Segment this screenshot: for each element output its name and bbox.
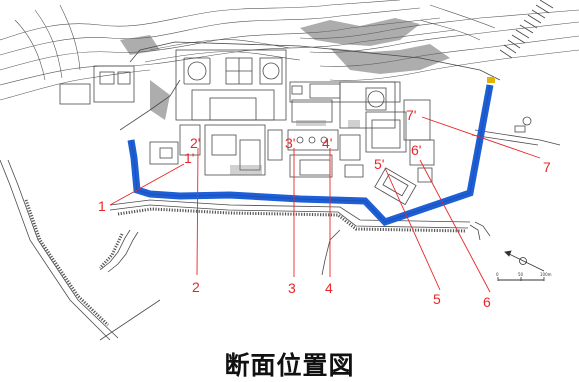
section-line-1: [109, 163, 185, 206]
scale-tick-100: 100m: [540, 272, 552, 277]
section-labels: 1 1' 2 2' 3 3' 4 4' 5 5' 6 6' 7 7': [98, 107, 551, 310]
north-arrow-icon: [504, 250, 545, 272]
plant-buildings: [59, 49, 532, 206]
building-shading: [230, 120, 360, 175]
section-5-label: 5: [433, 291, 441, 307]
section-4-prime-label: 4': [322, 135, 332, 151]
section-7-label: 7: [543, 159, 551, 175]
terrain-contours: [0, 0, 579, 101]
section-2-label: 2: [192, 279, 200, 295]
section-3-prime-label: 3': [285, 135, 295, 151]
section-3-label: 3: [288, 280, 296, 296]
section-2-prime-label: 2': [190, 135, 200, 151]
right-slope-hatching: [499, 0, 554, 59]
section-1-prime-label: 1': [184, 150, 194, 166]
section-6-prime-label: 6': [411, 142, 421, 158]
section-5-prime-label: 5': [374, 156, 384, 172]
section-line-6: [419, 159, 491, 293]
seawall-texture: [24, 199, 467, 327]
scale-tick-50: 50: [518, 272, 524, 277]
section-7-prime-label: 7': [406, 107, 416, 123]
route-end-marker: [487, 77, 495, 83]
section-6-label: 6: [483, 294, 491, 310]
page-title: 断面位置図: [224, 351, 355, 380]
scale-bar: 0 50 100m: [496, 272, 552, 281]
section-4-label: 4: [325, 280, 333, 296]
section-line-7: [421, 116, 541, 159]
section-line-5: [384, 167, 441, 291]
seawall-route-outline: [130, 84, 491, 223]
site-boundary: [0, 41, 561, 341]
section-lines: [109, 116, 541, 293]
section-line-2: [196, 147, 199, 276]
section-1-label: 1: [98, 198, 106, 214]
terrain-shading: [120, 18, 450, 120]
scale-tick-0: 0: [496, 272, 499, 277]
